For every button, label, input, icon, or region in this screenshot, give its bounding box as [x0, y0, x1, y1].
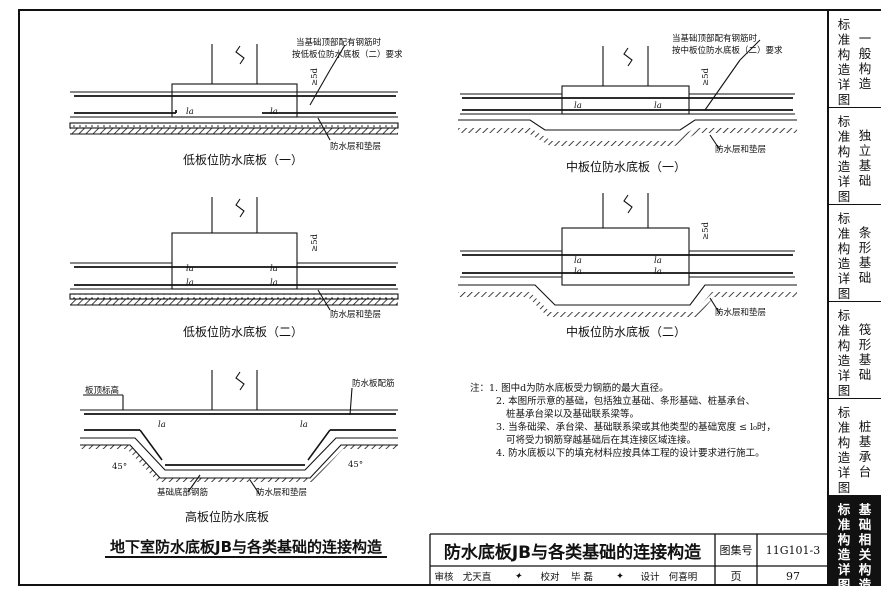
mid2-layer: 防水层和垫层 [715, 308, 767, 318]
mid-slab-detail-2 [458, 193, 797, 317]
tab-isolated-footing[interactable]: 标准构造详图 独立基础 [829, 108, 881, 205]
mid1-la-left: la [574, 101, 582, 111]
high-angle-left: 45° [112, 462, 128, 472]
caption-low-2: 低板位防水底板（二） [183, 325, 304, 339]
side-tabs: 标准构造详图 一般构造 标准构造详图 独立基础 标准构造详图 条形基础 标准构造… [829, 9, 881, 592]
reviewer-name: 尤天直 [462, 572, 492, 583]
main-title: 地下室防水底板JB与各类基础的连接构造 [110, 538, 383, 556]
page-label: 页 [730, 570, 742, 583]
title-block-lines [429, 533, 829, 586]
note-4: 4. 防水底板以下的填充材料应按具体工程的设计要求进行施工。 [496, 448, 765, 459]
high-la-left: la [158, 420, 166, 430]
page-number: 97 [786, 569, 800, 583]
low2-la-1: la [186, 264, 194, 274]
low1-note-1: 当基础顶部配有钢筋时 [296, 38, 382, 48]
checker-name: 毕 磊 [570, 572, 594, 583]
high-top-elevation: 板顶标高 [85, 386, 120, 396]
low1-note-2: 按低板位防水底板（二）要求 [292, 50, 403, 60]
notes-prefix: 注： [470, 383, 490, 394]
low2-la-4: la [270, 278, 278, 288]
mid1-note-1: 当基础顶部配有钢筋时 [672, 34, 758, 44]
drawing-notes: 注：1. 图中d为防水底板受力钢筋的最大直径。 2. 本图所示意的基础，包括独立… [470, 382, 776, 460]
high-angle-right: 45° [348, 460, 364, 470]
title-block: 防水底板JB与各类基础的连接构造 图集号 11G101-3 审核 尤天直 ✦ 校… [430, 534, 829, 586]
low2-layer: 防水层和垫层 [330, 310, 382, 320]
high-la-right: la [300, 420, 308, 430]
caption-mid-1: 中板位防水底板（一） [566, 160, 687, 174]
checker-signature: ✦ [616, 570, 624, 582]
note-3: 3. 当条础梁、承台梁、基础联系梁或其他类型的基础宽度 ≤ l₀时， [496, 422, 776, 433]
atlas-number: 11G101-3 [765, 543, 821, 557]
note-3-cont: 可将受力钢筋穿越基础后在其连接区域连接。 [506, 435, 697, 446]
caption-high: 高板位防水底板 [185, 510, 270, 524]
low-slab-detail-2 [69, 197, 399, 311]
main-title-underline [105, 556, 387, 558]
caption-mid-2: 中板位防水底板（二） [566, 325, 687, 339]
mid1-la-right: la [654, 101, 662, 111]
low2-la-2: la [186, 278, 194, 288]
high-base-rebar: 基础底部钢筋 [157, 488, 209, 498]
mid-slab-detail-1 [458, 39, 797, 151]
high-slab-rebar: 防水板配筋 [352, 379, 395, 389]
mid2-la-1: la [574, 256, 582, 266]
tab-general[interactable]: 标准构造详图 一般构造 [829, 11, 881, 108]
drawing-frame [18, 9, 829, 586]
mid1-5d: ≥5d [700, 68, 711, 86]
mid2-la-4: la [654, 267, 662, 277]
tab-strip-footing[interactable]: 标准构造详图 条形基础 [829, 205, 881, 302]
tab-related-construction[interactable]: 标准构造详图 基础相关构造 [829, 496, 881, 592]
low1-la-left: la [186, 107, 194, 117]
title-block-title: 防水底板JB与各类基础的连接构造 [443, 542, 702, 563]
mid2-la-2: la [574, 267, 582, 277]
design-label: 设计 [640, 572, 660, 583]
low1-la-right: la [270, 107, 278, 117]
atlas-label: 图集号 [719, 544, 753, 557]
check-label: 校对 [540, 572, 560, 583]
low2-5d: ≥5d [309, 234, 320, 252]
low1-layer: 防水层和垫层 [330, 142, 382, 152]
caption-low-1: 低板位防水底板（一） [183, 153, 304, 167]
reviewer-signature: ✦ [514, 570, 522, 582]
mid2-5d: ≥5d [700, 222, 711, 240]
note-1: 1. 图中d为防水底板受力钢筋的最大直径。 [489, 383, 669, 394]
low2-la-3: la [270, 264, 278, 274]
low1-5d: ≥5d [309, 68, 320, 86]
note-2-cont: 桩基承台梁以及基础联系梁等。 [506, 409, 640, 420]
low-slab-detail-1 [69, 44, 399, 141]
mid2-la-3: la [654, 256, 662, 266]
review-label: 审核 [434, 572, 454, 583]
mid1-note-2: 按中板位防水底板（二）要求 [672, 46, 783, 56]
tab-raft-foundation[interactable]: 标准构造详图 筏形基础 [829, 302, 881, 399]
high-layer: 防水层和垫层 [256, 488, 308, 498]
note-2: 2. 本图所示意的基础，包括独立基础、条形基础、桩基承台、 [496, 396, 756, 407]
mid1-layer: 防水层和垫层 [715, 145, 767, 155]
tab-pile-cap[interactable]: 标准构造详图 桩基承台 [829, 399, 881, 496]
designer-name: 何喜明 [668, 572, 698, 583]
high-slab-detail [80, 370, 398, 496]
